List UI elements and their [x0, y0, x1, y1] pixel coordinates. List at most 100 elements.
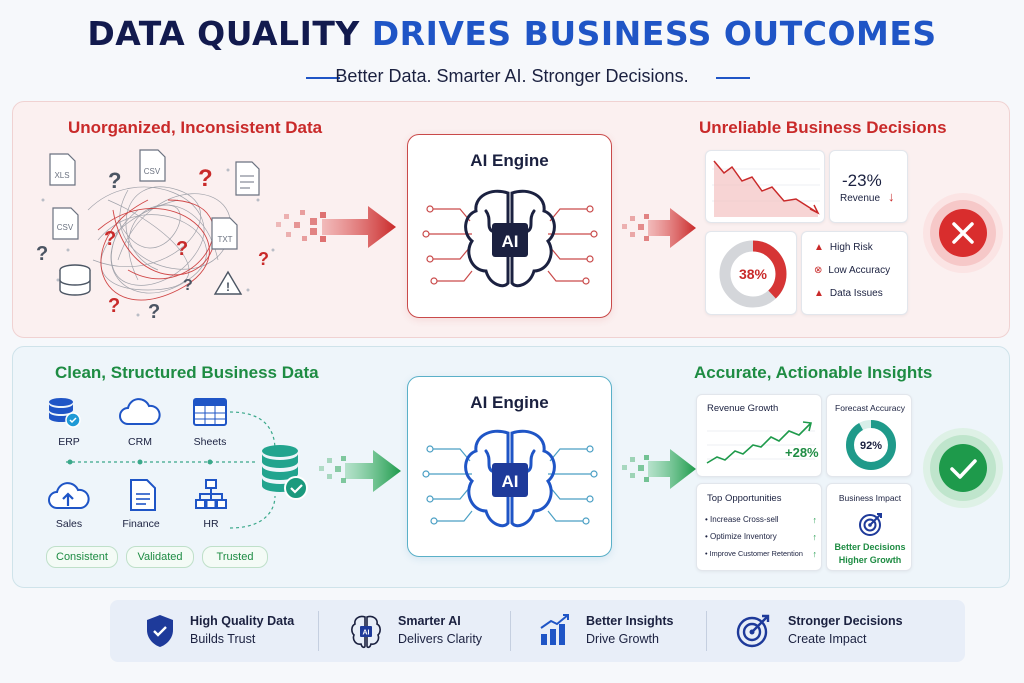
opportunity-item: • Increase Cross-sell↑ [705, 515, 817, 525]
forecast-donut: 92% [846, 420, 896, 470]
good-input-heading: Clean, Structured Business Data [55, 363, 319, 382]
org-chart-icon [195, 479, 227, 509]
source-label: ERP [58, 436, 80, 448]
close-icon [923, 193, 1003, 273]
revenue-drop-value: -23% [842, 171, 882, 190]
shield-check-icon [147, 615, 173, 647]
svg-text:?: ? [104, 228, 116, 250]
cross-circle-icon: ⊗ [814, 265, 823, 276]
footer-item-desc: Builds Trust [190, 632, 256, 646]
csv-file-icon-top: CSV [139, 149, 166, 182]
svg-text:AI: AI [502, 232, 519, 251]
source-label: Sales [55, 518, 83, 530]
issue-item: ▲ High Risk [814, 242, 873, 253]
growth-line-chart [706, 421, 815, 464]
warning-triangle-icon: ▲ [814, 288, 824, 299]
subtitle-line-right [716, 77, 750, 79]
good-ai-engine-title: AI Engine [470, 393, 549, 412]
svg-text:38%: 38% [739, 266, 768, 282]
top-opportunities-card: Top Opportunities • Increase Cross-sell↑… [696, 483, 822, 571]
footer-item-title: High Quality Data [190, 614, 295, 628]
central-database-icon [262, 445, 308, 500]
svg-text:?: ? [108, 168, 121, 193]
forecast-accuracy-card: Forecast Accuracy 92% [826, 394, 912, 477]
opportunities-title: Top Opportunities [707, 493, 782, 504]
declining-line-chart [712, 160, 820, 217]
footer-divider [706, 611, 707, 651]
subtitle-line-left [306, 77, 340, 79]
svg-text:92%: 92% [860, 440, 882, 452]
opportunity-item: • Optimize Inventory↑ [705, 532, 817, 542]
revenue-growth-title: Revenue Growth [707, 403, 779, 414]
svg-text:AI: AI [502, 472, 519, 491]
ai-brain-icon: AI [422, 189, 598, 288]
quality-tag: Trusted [202, 546, 268, 568]
database-icon [59, 264, 91, 296]
warning-icon: ! [213, 270, 243, 295]
impact-line-1: Better Decisions [834, 542, 906, 552]
arrow-down-icon: ↓ [888, 189, 895, 204]
svg-text:?: ? [198, 165, 213, 192]
svg-text:?: ? [176, 238, 188, 260]
good-output-heading: Accurate, Actionable Insights [694, 363, 933, 382]
messy-data-cluster: XLS CSV CSV TXT ! ? ? ? ? ? ? ? ? ? [36, 149, 275, 323]
red-output-arrow [622, 208, 696, 248]
question-mark-icons: ? ? ? ? ? ? ? ? ? [36, 165, 269, 323]
opportunity-item: • Improve Customer Retention↑ [705, 549, 817, 559]
source-label: CRM [128, 436, 152, 448]
footer-item-desc: Create Impact [788, 632, 867, 646]
csv-file-icon-left: CSV [52, 207, 79, 240]
cloud-upload-icon [48, 482, 90, 509]
page-title: DATA QUALITY DRIVES BUSINESS OUTCOMES [0, 14, 1024, 53]
svg-text:?: ? [183, 277, 193, 294]
target-icon [859, 513, 882, 536]
revenue-drop-label: Revenue [840, 193, 881, 204]
bad-ai-engine-box: AI Engine AI [407, 134, 612, 318]
warning-triangle-icon: ▲ [814, 242, 824, 253]
footer-item-title: Better Insights [586, 614, 674, 628]
svg-text:AI: AI [363, 630, 370, 637]
footer-divider [510, 611, 511, 651]
source-label: Finance [122, 518, 160, 530]
check-icon [923, 428, 1003, 508]
revenue-growth-card: Revenue Growth +28% [696, 394, 822, 477]
document-icon [235, 161, 260, 196]
svg-text:!: ! [226, 280, 230, 294]
svg-text:?: ? [258, 249, 269, 269]
source-label: HR [203, 518, 219, 530]
arrow-up-icon: ↑ [812, 532, 818, 542]
impact-line-2: Higher Growth [838, 555, 902, 565]
declining-line-chart-card [705, 150, 825, 223]
footer-divider [318, 611, 319, 651]
arrow-up-icon: ↑ [812, 515, 818, 525]
document-icon [130, 479, 156, 511]
txt-file-icon: TXT [211, 217, 238, 250]
green-output-arrow [622, 449, 696, 489]
title-part-1: DATA QUALITY [87, 14, 360, 53]
accuracy-donut-card: 38% [705, 231, 797, 315]
donut-arc-bad [719, 240, 787, 308]
ai-brain-icon: AI [351, 615, 381, 649]
bad-ai-engine-title: AI Engine [470, 151, 549, 170]
green-flow-arrow [319, 450, 401, 492]
issue-item: ▲ Data Issues [814, 288, 883, 299]
svg-text:CSV: CSV [57, 223, 74, 232]
bad-input-heading: Unorganized, Inconsistent Data [68, 118, 323, 137]
footer-bar [110, 600, 965, 662]
arrow-up-icon: ↑ [812, 549, 818, 559]
cloud-icon [119, 398, 161, 425]
svg-text:CSV: CSV [144, 167, 161, 176]
impact-title: Business Impact [838, 493, 902, 503]
spreadsheet-icon [193, 398, 227, 426]
issues-list-card: ▲ High Risk ⊗ Low Accuracy ▲ Data Issues [801, 231, 908, 315]
svg-text:?: ? [108, 295, 120, 317]
good-ai-engine-box: AI Engine AI [407, 376, 612, 557]
xls-file-icon: XLS [49, 153, 76, 186]
svg-text:?: ? [148, 301, 160, 323]
source-label: Sheets [193, 436, 227, 448]
forecast-accuracy-title: Forecast Accuracy [835, 403, 905, 413]
revenue-drop-card: -23% Revenue ↓ [829, 150, 908, 223]
target-icon [736, 614, 770, 648]
quality-tag: Consistent [46, 546, 118, 568]
page-subtitle: Better Data. Smarter AI. Stronger Decisi… [335, 66, 689, 86]
